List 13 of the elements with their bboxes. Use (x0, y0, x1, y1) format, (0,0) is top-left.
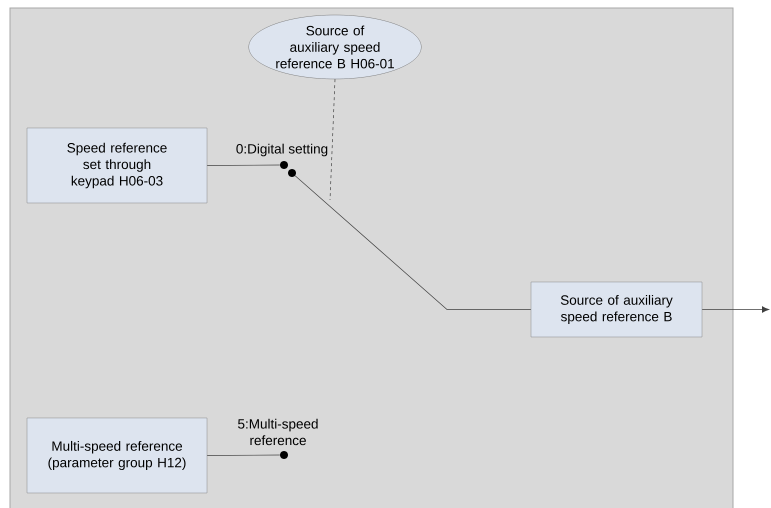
edge-label: 5:Multi-speed reference (230, 418, 326, 446)
output-box: Source of auxiliary speed reference B (530, 282, 702, 338)
switch-contact (280, 161, 288, 169)
connector-line (294, 175, 532, 310)
input-box: Speed reference set through keypad H06-03 (26, 128, 208, 204)
dashed-line (330, 78, 336, 200)
switch-contact (280, 450, 288, 459)
switch-contact (288, 169, 296, 177)
connector-line (206, 164, 280, 166)
edge-label: 0:Digital setting (234, 142, 330, 158)
arrow (702, 306, 770, 313)
input-box: Multi-speed reference (parameter group H12) (26, 418, 208, 494)
connector-line (206, 454, 280, 456)
